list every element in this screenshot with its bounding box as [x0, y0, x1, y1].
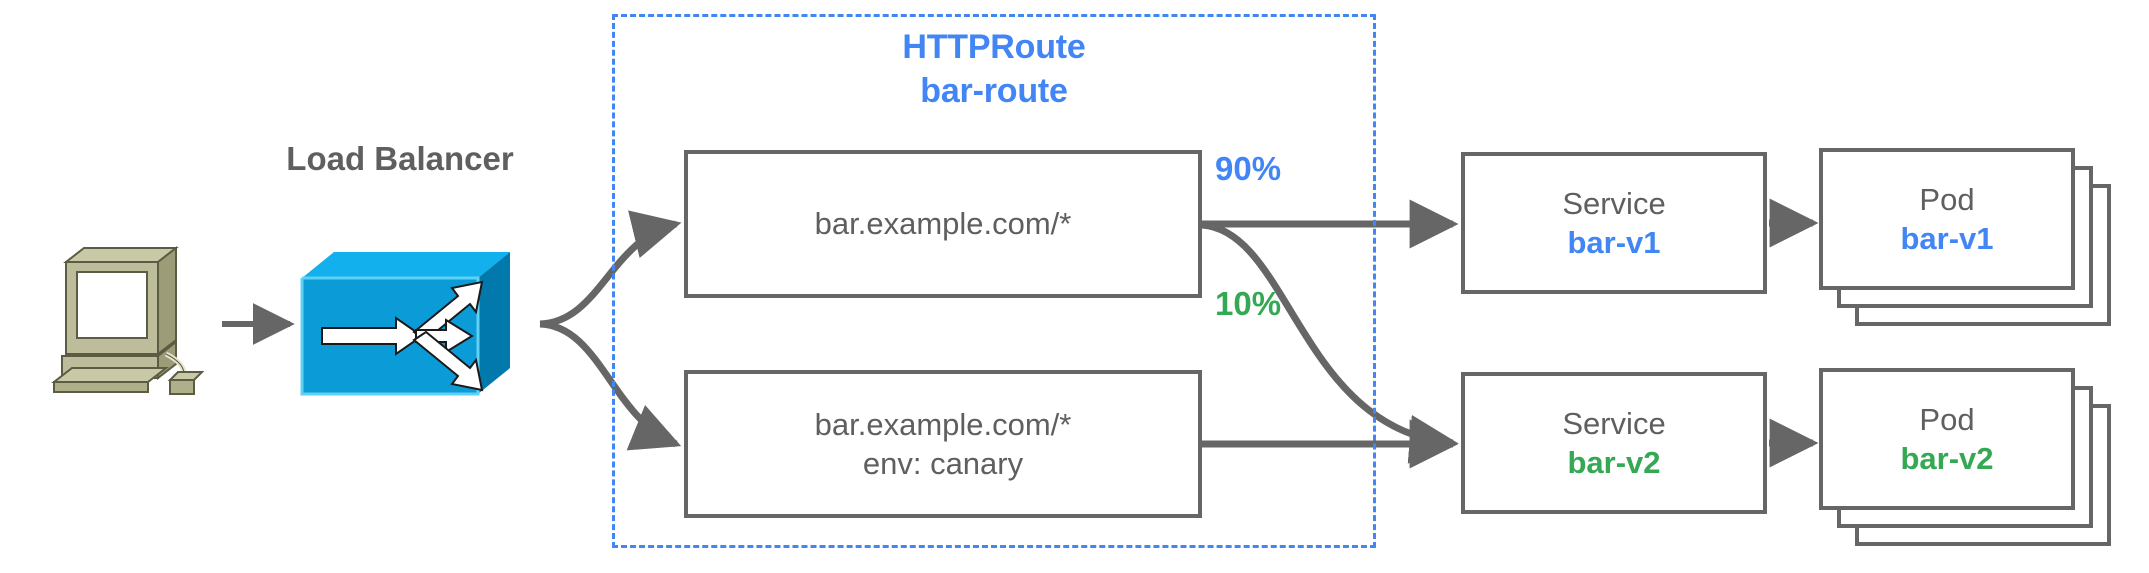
- service-1-name: bar-v1: [1567, 225, 1661, 260]
- load-balancer-label: Load Balancer: [286, 140, 514, 177]
- load-balancer-switch-icon: [296, 248, 538, 400]
- httproute-kind-label: HTTPRoute: [902, 28, 1086, 66]
- weight-label-10: 10%: [1215, 285, 1282, 322]
- httproute-group-boundary: [612, 14, 1376, 548]
- route-rule-box-1[interactable]: bar.example.com/*: [684, 150, 1202, 298]
- service-2-name: bar-v2: [1567, 445, 1661, 480]
- pod-1-name: bar-v1: [1900, 221, 1994, 256]
- httproute-group-title: HTTPRoute bar-route: [612, 26, 1376, 113]
- workstation-icon: [36, 244, 220, 404]
- service-2-kind: Service: [1562, 405, 1666, 441]
- pod-card-front[interactable]: Pod bar-v2: [1819, 368, 2075, 510]
- weight-label-90: 90%: [1215, 150, 1282, 187]
- service-1-kind: Service: [1562, 185, 1666, 221]
- service-box-bar-v2[interactable]: Service bar-v2: [1461, 372, 1767, 514]
- pod-2-kind: Pod: [1919, 401, 1975, 437]
- pod-1-kind: Pod: [1919, 181, 1975, 217]
- pod-stack-bar-v2[interactable]: Pod bar-v2: [1819, 368, 2111, 568]
- route-rule-2-match: bar.example.com/*: [814, 406, 1072, 442]
- pod-stack-bar-v1[interactable]: Pod bar-v1: [1819, 148, 2111, 348]
- pod-card-front[interactable]: Pod bar-v1: [1819, 148, 2075, 290]
- pod-2-name: bar-v2: [1900, 441, 1994, 476]
- route-rule-box-2[interactable]: bar.example.com/* env: canary: [684, 370, 1202, 518]
- route-rule-1-match: bar.example.com/*: [814, 206, 1072, 242]
- route-rule-2-header: env: canary: [862, 446, 1024, 481]
- service-box-bar-v1[interactable]: Service bar-v1: [1461, 152, 1767, 294]
- httproute-name-label: bar-route: [920, 71, 1068, 110]
